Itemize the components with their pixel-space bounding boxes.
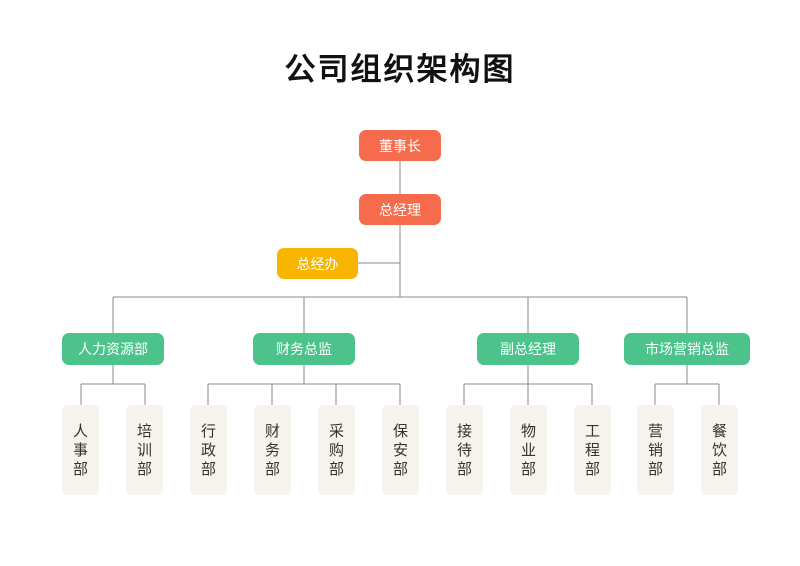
node-leaf-label: 保安部 xyxy=(392,421,408,478)
node-dept-finance[interactable]: 财务总监 xyxy=(253,333,355,365)
node-chairman-label: 董事长 xyxy=(379,138,421,155)
node-leaf-training[interactable]: 培训部 xyxy=(126,405,163,495)
page-title: 公司组织架构图 xyxy=(284,52,516,88)
node-leaf-finance[interactable]: 财务部 xyxy=(254,405,291,495)
node-leaf-catering[interactable]: 餐饮部 xyxy=(701,405,738,495)
node-leaf-label: 采购部 xyxy=(328,421,344,478)
node-leaf-security[interactable]: 保安部 xyxy=(382,405,419,495)
node-gm-office-label: 总经办 xyxy=(296,256,339,273)
node-dept-label: 副总经理 xyxy=(500,342,556,358)
node-leaf-label: 工程部 xyxy=(584,421,600,478)
node-leaf-label: 人事部 xyxy=(72,421,88,478)
node-gm-office[interactable]: 总经办 xyxy=(277,248,358,279)
node-leaf-label: 财务部 xyxy=(264,421,280,478)
node-dept-vice-gm[interactable]: 副总经理 xyxy=(477,333,579,365)
node-leaf-reception[interactable]: 接待部 xyxy=(446,405,483,495)
node-leaf-personnel[interactable]: 人事部 xyxy=(62,405,99,495)
node-leaf-label: 餐饮部 xyxy=(711,421,727,478)
node-leaf-label: 营销部 xyxy=(647,421,663,478)
node-leaf-property[interactable]: 物业部 xyxy=(510,405,547,495)
node-leaf-label: 行政部 xyxy=(200,421,216,478)
node-leaf-label: 物业部 xyxy=(520,421,536,478)
node-leaf-label: 培训部 xyxy=(136,421,152,478)
node-leaf-admin[interactable]: 行政部 xyxy=(190,405,227,495)
node-general-manager-label: 总经理 xyxy=(379,202,421,219)
node-dept-label: 财务总监 xyxy=(276,342,332,358)
node-dept-hr[interactable]: 人力资源部 xyxy=(62,333,164,365)
node-dept-marketing[interactable]: 市场营销总监 xyxy=(624,333,750,365)
node-leaf-sales[interactable]: 营销部 xyxy=(637,405,674,495)
node-dept-label: 人力资源部 xyxy=(78,342,148,358)
node-leaf-engineering[interactable]: 工程部 xyxy=(574,405,611,495)
node-leaf-label: 接待部 xyxy=(456,421,472,478)
node-chairman[interactable]: 董事长 xyxy=(359,130,441,161)
node-general-manager[interactable]: 总经理 xyxy=(359,194,441,225)
node-leaf-purchasing[interactable]: 采购部 xyxy=(318,405,355,495)
node-dept-label: 市场营销总监 xyxy=(645,342,729,358)
